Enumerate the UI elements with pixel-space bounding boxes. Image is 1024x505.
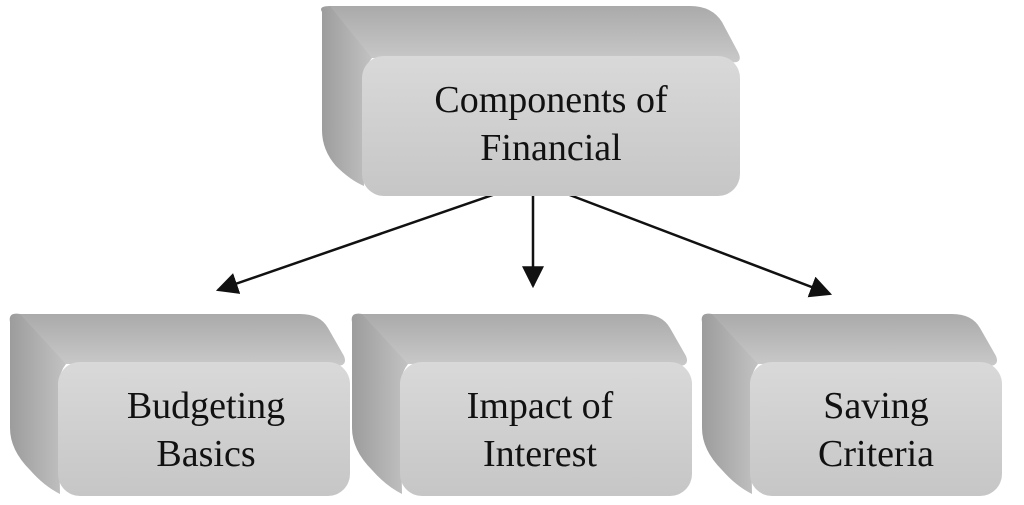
child-node-label-line2: Interest [483, 433, 597, 475]
root-node-face [362, 56, 740, 196]
root-node: Components of Financial [321, 6, 740, 196]
child-node-side [351, 313, 408, 494]
child-node-top [20, 314, 345, 366]
root-node-label-line1: Components of [434, 79, 668, 121]
child-node-label-line1: Impact of [467, 385, 614, 427]
arrow-to-budgeting-basics [215, 179, 534, 294]
child-node-side [701, 313, 758, 494]
arrow-to-saving-criteria [532, 179, 833, 298]
child-node-label-line2: Criteria [818, 433, 934, 475]
child-node-top [712, 314, 997, 366]
child-node-budgeting-basics: Budgeting Basics [9, 313, 350, 496]
child-node-face [400, 362, 692, 496]
child-node-label-line2: Basics [156, 433, 255, 475]
child-node-side [9, 313, 66, 494]
child-node-label-line1: Saving [823, 385, 929, 427]
root-node-side [321, 6, 372, 186]
child-node-label-line1: Budgeting [127, 385, 285, 427]
child-node-face [750, 362, 1002, 496]
connector-arrows [215, 179, 833, 298]
child-node-saving-criteria: Saving Criteria [701, 313, 1002, 496]
child-node-face [58, 362, 350, 496]
root-node-top [330, 6, 740, 63]
child-node-top [362, 314, 687, 366]
child-node-impact-of-interest: Impact of Interest [351, 313, 692, 496]
root-node-label-line2: Financial [480, 127, 621, 169]
